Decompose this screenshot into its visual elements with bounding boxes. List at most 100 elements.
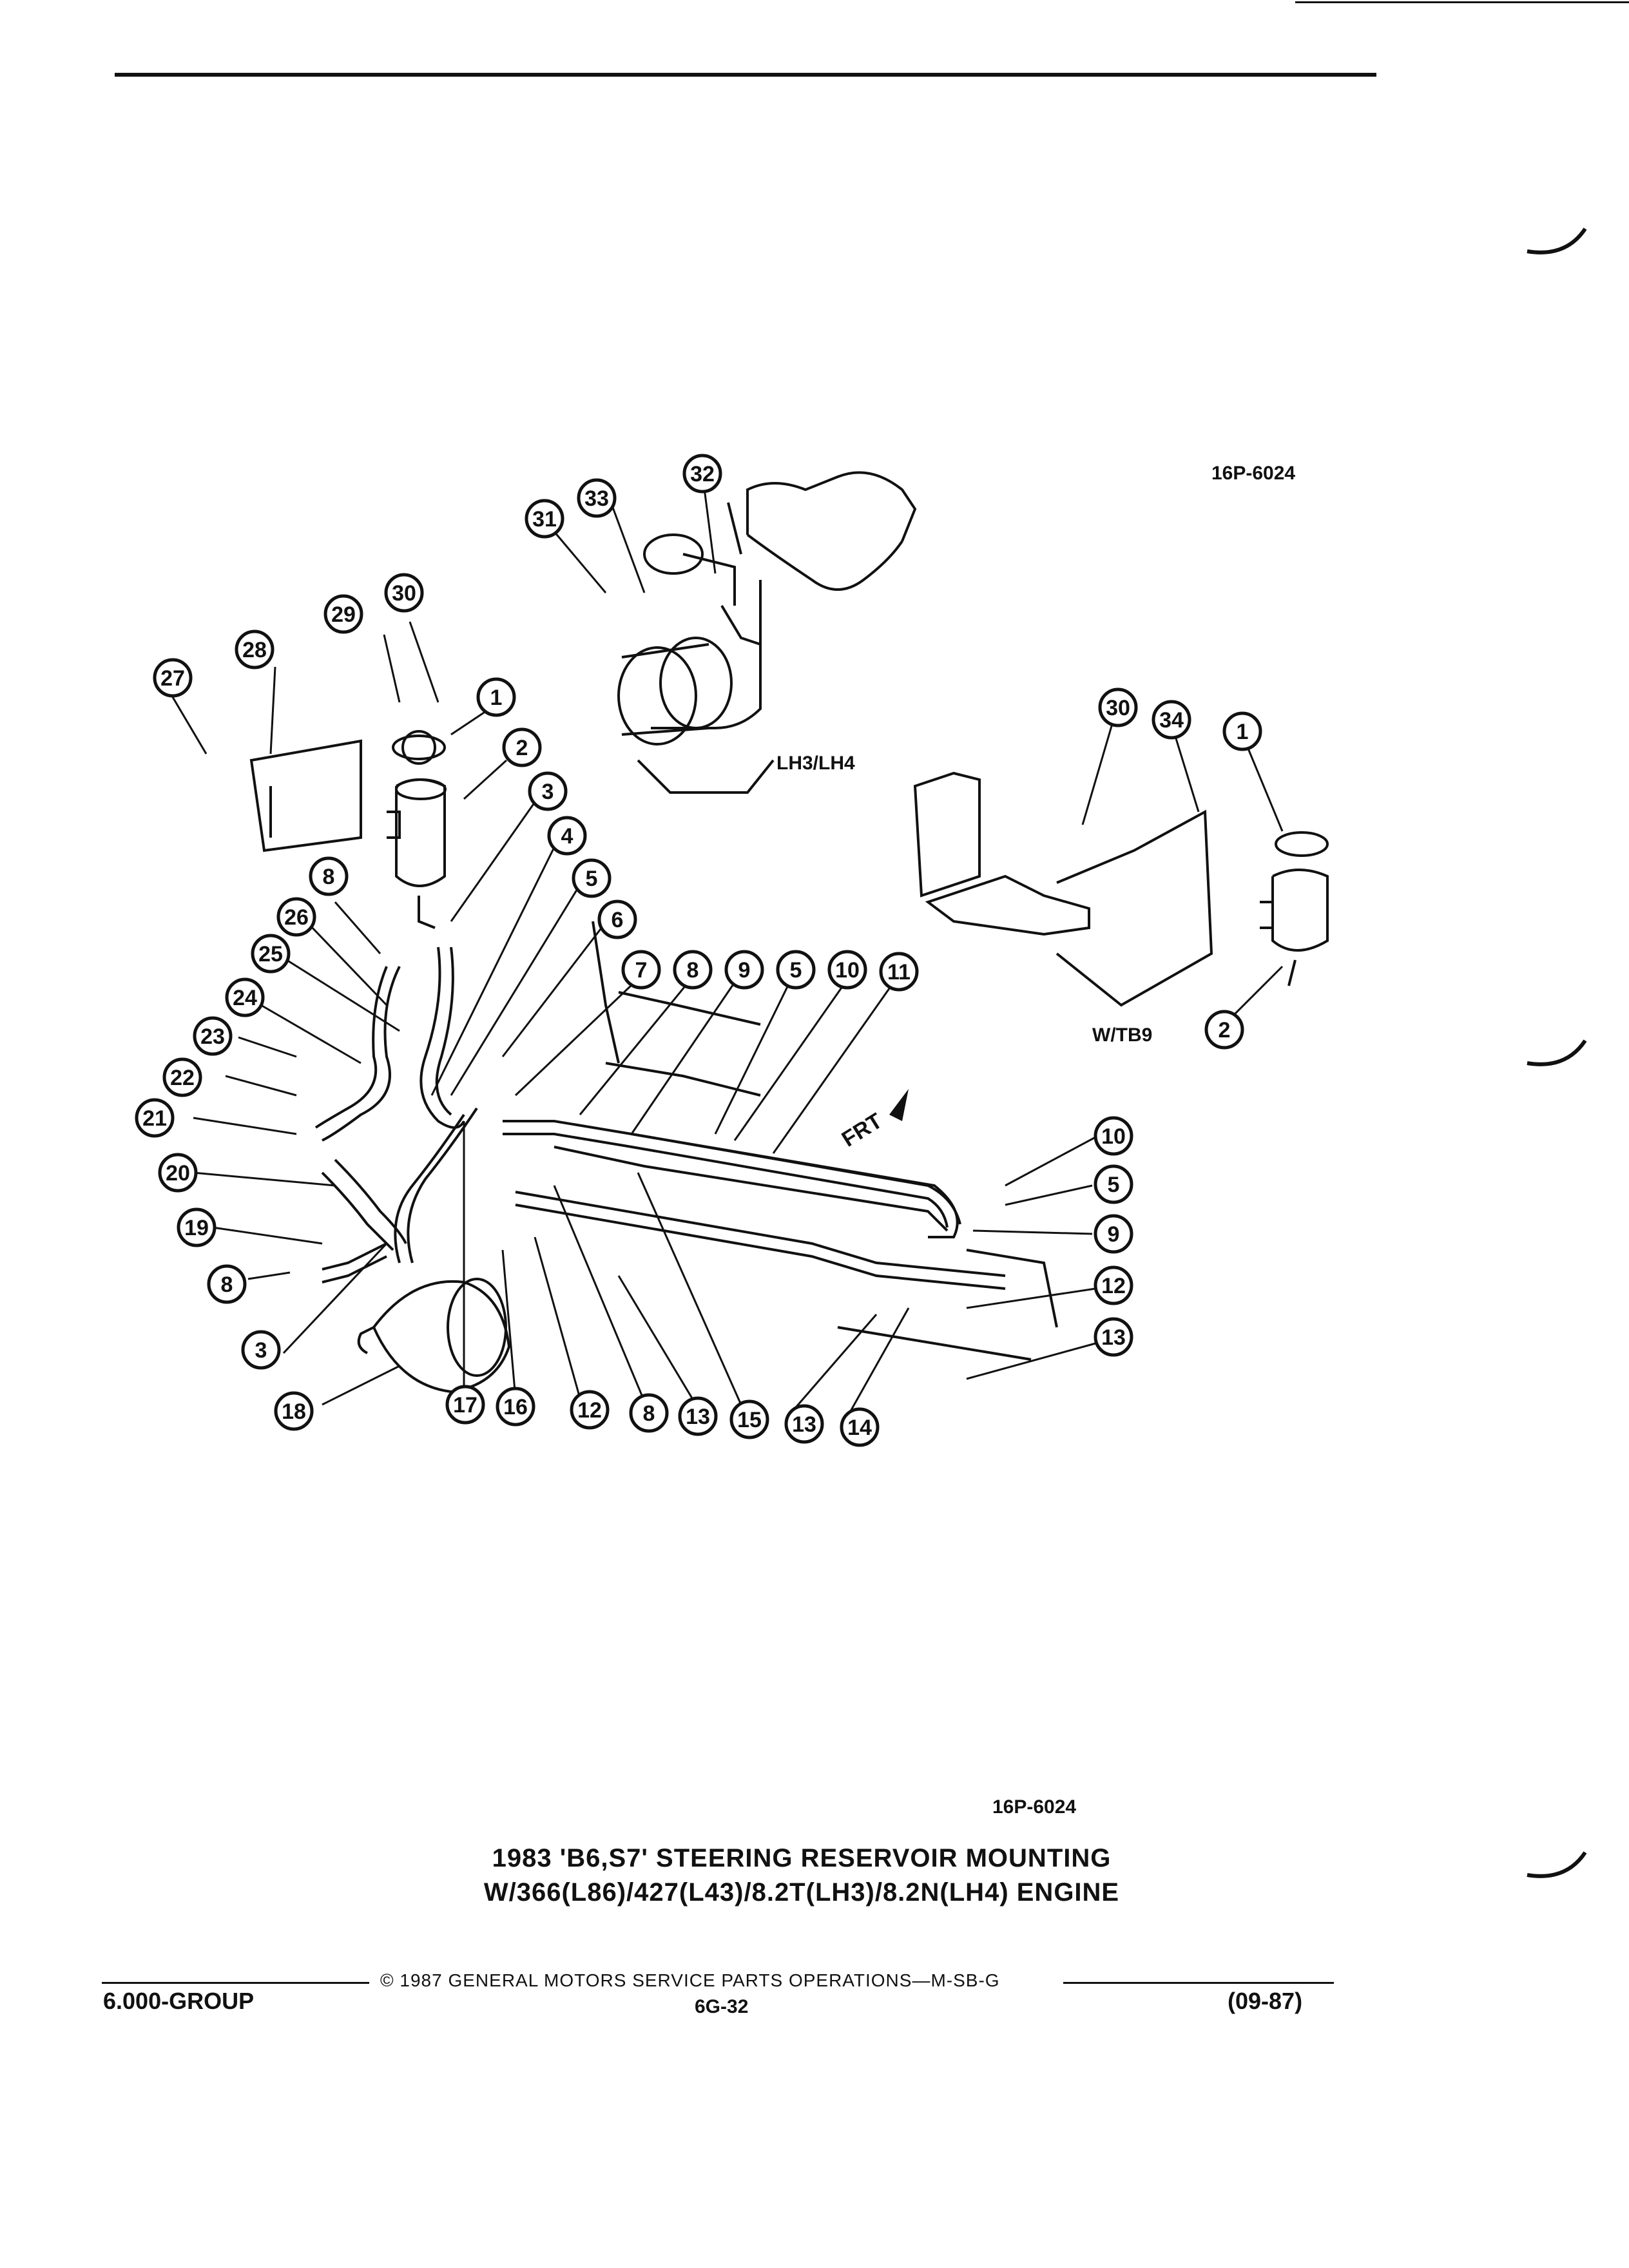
top-right-rule [1295, 1, 1629, 3]
callout-9-b: 9 [1094, 1214, 1133, 1254]
callout-13-b: 13 [784, 1404, 824, 1444]
svg-text:13: 13 [1101, 1325, 1126, 1350]
svg-text:18: 18 [282, 1399, 306, 1424]
callout-19: 19 [177, 1207, 217, 1247]
svg-text:22: 22 [170, 1066, 195, 1090]
svg-text:13: 13 [792, 1412, 816, 1437]
callout-16: 16 [496, 1387, 535, 1427]
leader-lines [163, 473, 1284, 1412]
callout-32: 32 [682, 454, 722, 494]
svg-text:3: 3 [542, 780, 554, 804]
callout-10-b: 10 [1094, 1116, 1133, 1156]
svg-text:32: 32 [690, 462, 715, 486]
svg-text:6: 6 [612, 908, 624, 932]
svg-text:5: 5 [1108, 1173, 1120, 1197]
svg-text:15: 15 [737, 1408, 762, 1432]
page-number: 6G-32 [695, 1996, 749, 2017]
svg-text:2: 2 [1219, 1018, 1231, 1043]
callout-8-a: 8 [309, 856, 349, 896]
callout-14: 14 [840, 1407, 880, 1447]
figure-ref-top: 16P-6024 [1211, 463, 1296, 484]
svg-text:7: 7 [635, 958, 648, 983]
svg-text:5: 5 [586, 867, 598, 891]
svg-text:21: 21 [142, 1106, 167, 1131]
callout-2-right: 2 [1204, 1010, 1244, 1050]
svg-text:1: 1 [490, 686, 503, 710]
svg-text:8: 8 [643, 1401, 655, 1426]
footer-rule-right [1063, 1982, 1334, 1984]
callout-15: 15 [729, 1399, 769, 1439]
callout-17: 17 [445, 1385, 485, 1425]
svg-text:13: 13 [686, 1405, 710, 1429]
callout-10-a: 10 [827, 950, 867, 990]
callout-3-top: 3 [528, 771, 568, 811]
svg-text:31: 31 [532, 507, 557, 532]
svg-text:27: 27 [160, 666, 185, 691]
svg-text:9: 9 [738, 958, 751, 983]
callout-12-b: 12 [1094, 1265, 1133, 1305]
callout-8-c: 8 [207, 1264, 247, 1304]
callout-33: 33 [577, 478, 617, 518]
callout-24: 24 [225, 977, 265, 1017]
svg-text:17: 17 [453, 1393, 477, 1418]
callout-21: 21 [135, 1098, 175, 1138]
svg-text:11: 11 [887, 960, 911, 985]
callout-8-d: 8 [629, 1393, 669, 1433]
svg-text:8: 8 [323, 865, 335, 889]
svg-text:8: 8 [687, 958, 699, 983]
title-line-1: 1983 'B6,S7' STEERING RESERVOIR MOUNTING [492, 1844, 1112, 1872]
callout-13-a: 13 [678, 1396, 718, 1436]
svg-text:25: 25 [258, 942, 283, 966]
svg-text:24: 24 [233, 986, 257, 1010]
svg-text:34: 34 [1159, 708, 1184, 733]
callout-11: 11 [879, 952, 919, 992]
callout-6: 6 [597, 899, 637, 939]
svg-text:30: 30 [1106, 696, 1130, 720]
callout-4: 4 [547, 816, 587, 856]
svg-text:19: 19 [184, 1216, 209, 1240]
reservoir-assembly-left [249, 730, 447, 929]
callout-8-b: 8 [673, 950, 713, 990]
callout-1-left: 1 [476, 677, 516, 717]
svg-text:4: 4 [561, 824, 574, 849]
footer-rule-left [102, 1982, 369, 1984]
svg-text:12: 12 [1101, 1274, 1126, 1298]
svg-text:28: 28 [242, 638, 267, 662]
callout-20: 20 [158, 1153, 198, 1193]
callout-26: 26 [276, 897, 316, 937]
callout-23: 23 [193, 1016, 233, 1056]
callout-3-bottom: 3 [241, 1330, 281, 1370]
callout-34: 34 [1152, 700, 1191, 740]
callout-5-b: 5 [776, 950, 816, 990]
callout-30-right: 30 [1098, 687, 1138, 727]
svg-text:1: 1 [1237, 720, 1249, 744]
svg-text:14: 14 [847, 1416, 872, 1440]
svg-text:5: 5 [790, 958, 802, 983]
title-line-2: W/366(L86)/427(L43)/8.2T(LH3)/8.2N(LH4) … [483, 1878, 1120, 1907]
hose-assembly [314, 947, 478, 1283]
oil-cooler [357, 1278, 511, 1394]
svg-text:20: 20 [166, 1161, 190, 1186]
callout-27: 27 [153, 658, 193, 698]
svg-text:26: 26 [284, 905, 309, 930]
callout-7: 7 [621, 950, 661, 990]
copyright-line: © 1987 GENERAL MOTORS SERVICE PARTS OPER… [380, 1970, 1000, 1990]
top-rule [115, 73, 1376, 77]
callout-5-a: 5 [572, 858, 612, 898]
svg-text:3: 3 [255, 1338, 267, 1363]
callout-12-a: 12 [570, 1390, 610, 1430]
callout-5-c: 5 [1094, 1164, 1133, 1204]
bracket-inset-drawing [913, 771, 1329, 1007]
svg-text:29: 29 [331, 602, 356, 627]
svg-text:12: 12 [577, 1398, 602, 1423]
callout-1-right: 1 [1222, 711, 1262, 751]
callout-13-c: 13 [1094, 1317, 1133, 1357]
callout-2-left: 2 [502, 727, 542, 767]
svg-text:9: 9 [1108, 1222, 1120, 1247]
callout-29: 29 [323, 594, 363, 634]
svg-text:33: 33 [584, 486, 609, 511]
callout-31: 31 [525, 499, 564, 539]
